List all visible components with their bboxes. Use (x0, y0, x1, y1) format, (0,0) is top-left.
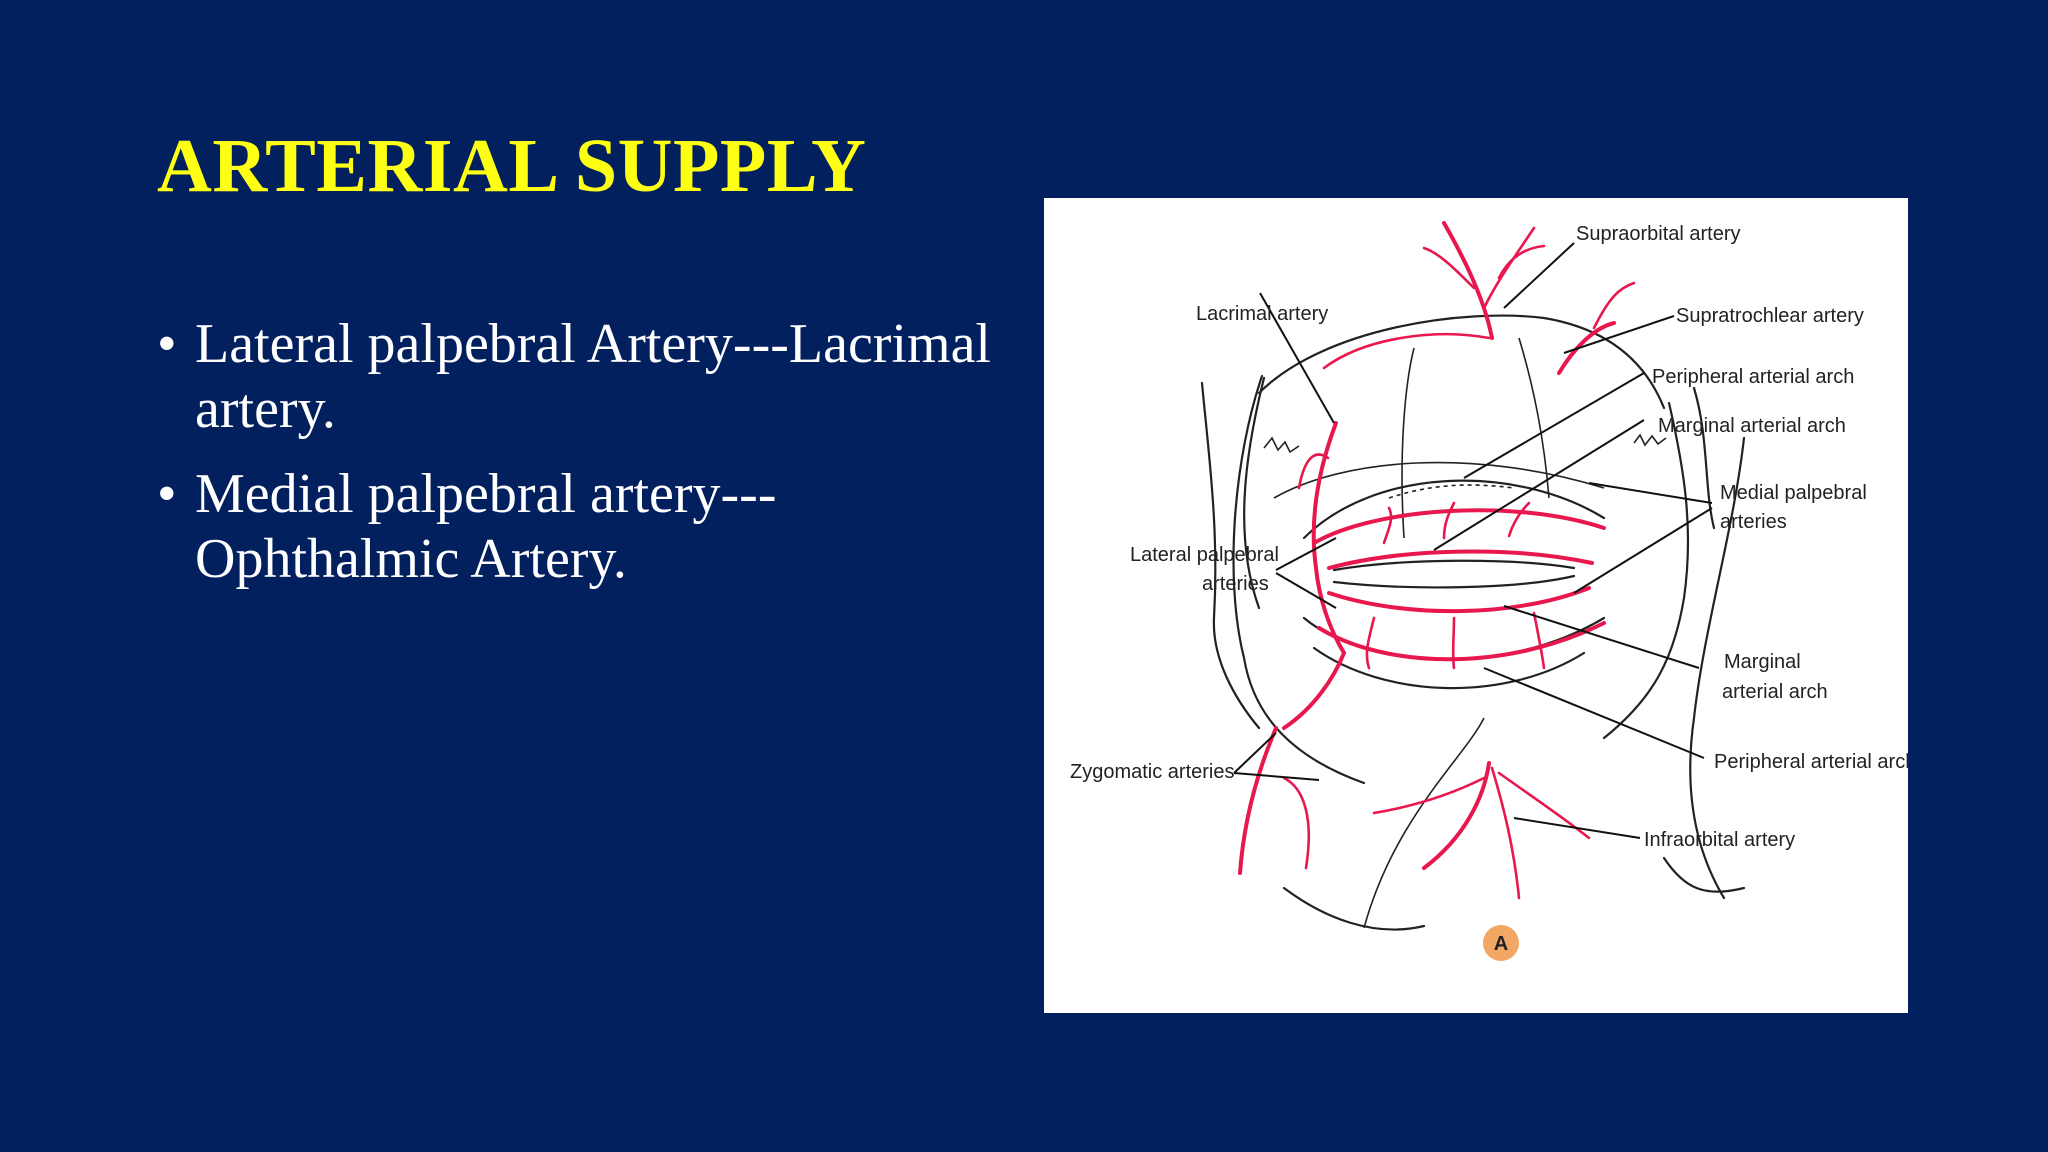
lower-lid-branch-3 (1532, 611, 1546, 670)
leader-infraorbital (1513, 817, 1641, 839)
lower-lid-branch-2 (1451, 616, 1456, 670)
infraorbital-artery (1422, 761, 1491, 870)
rough-edge-medial (1633, 433, 1667, 447)
leader-supraorbital (1503, 242, 1575, 309)
leader-peripheral-lower (1483, 667, 1705, 759)
diagram-svg: Supraorbital artery Lacrimal artery Supr… (1070, 221, 1908, 961)
supratrochlear-artery (1557, 321, 1616, 375)
lower-eyelid-fold (1312, 646, 1586, 690)
slide-title: ARTERIAL SUPPLY (157, 124, 867, 208)
peripheral-arch-lower (1317, 621, 1606, 662)
eyelid-arterial-diagram: Supraorbital artery Lacrimal artery Supr… (1044, 198, 1908, 1013)
upper-lid-branch-2 (1442, 501, 1456, 540)
label-medial-palpebral-2: arteries (1720, 511, 1787, 533)
infraorbital-branch-1 (1490, 766, 1521, 900)
infraorbital-branch-2 (1372, 776, 1486, 815)
lateral-skin-line (1200, 381, 1261, 730)
label-supraorbital-artery: Supraorbital artery (1576, 223, 1741, 245)
leader-zygomatic-b (1233, 772, 1320, 781)
panel-badge-letter: A (1494, 933, 1508, 955)
label-supratrochlear-artery: Supratrochlear artery (1676, 305, 1864, 327)
upper-eyelid-outline (1302, 479, 1606, 540)
brow-wrinkle-2 (1518, 337, 1550, 499)
face-contour-left (1232, 374, 1366, 785)
medial-skin-line (1692, 386, 1716, 530)
face-contour-right (1602, 401, 1690, 740)
upper-lid-branch-1 (1382, 506, 1393, 545)
label-marginal-lower-1: Marginal (1724, 651, 1801, 673)
marginal-arch-upper (1327, 549, 1594, 570)
leader-lacrimal (1259, 292, 1335, 424)
zygomatic-branch (1282, 776, 1310, 870)
supraorbital-branch-2 (1422, 246, 1476, 290)
label-medial-palpebral-1: Medial palpebral (1720, 482, 1867, 504)
nose-contour (1689, 436, 1746, 900)
lateral-palpebral-artery (1282, 651, 1346, 730)
jaw-contour (1662, 856, 1746, 893)
zygoma-crack (1363, 717, 1485, 929)
leader-lateral-palpebral-a (1275, 537, 1337, 571)
brow-wrinkle (1401, 347, 1415, 539)
upper-lid-branch-3 (1507, 501, 1531, 538)
leader-medial-palpebral-a (1588, 482, 1713, 504)
lacrimal-artery (1311, 421, 1346, 655)
leader-peripheral-upper (1463, 372, 1645, 479)
label-lateral-palpebral-1: Lateral palpebral (1130, 544, 1279, 566)
supraorbital-branch-3 (1497, 244, 1546, 280)
label-zygomatic-arteries: Zygomatic arteries (1070, 761, 1235, 783)
bullet-medial-palpebral: Medial palpebral artery---Ophthalmic Art… (157, 462, 997, 592)
palpebral-fissure-upper (1332, 559, 1576, 572)
leader-marginal-lower (1503, 605, 1700, 669)
zygomatic-artery (1238, 726, 1278, 875)
brow-fold (1273, 461, 1605, 499)
cheek-contour (1282, 886, 1426, 931)
bullet-list: Lateral palpebral Artery---Lacrimal arte… (157, 312, 997, 612)
palpebral-fissure-lower (1332, 574, 1576, 589)
leader-medial-palpebral-b (1573, 507, 1713, 594)
label-marginal-arch-upper: Marginal arterial arch (1658, 415, 1846, 437)
label-marginal-lower-2: arterial arch (1722, 681, 1828, 703)
upper-forehead-arch (1322, 333, 1491, 370)
label-lacrimal-artery: Lacrimal artery (1196, 303, 1328, 325)
leader-zygomatic-a (1233, 732, 1277, 774)
panel-badge (1483, 925, 1519, 961)
lacrimal-branch (1297, 453, 1330, 490)
upper-tarsus-dotted (1388, 484, 1515, 499)
infraorbital-branch-3 (1497, 771, 1591, 840)
leader-lateral-palpebral-b (1275, 572, 1337, 609)
orbit-upper-contour (1257, 314, 1666, 410)
leader-marginal-upper (1433, 419, 1645, 551)
supraorbital-branch-1 (1482, 226, 1536, 310)
peripheral-arch-upper (1312, 508, 1606, 545)
label-infraorbital-artery: Infraorbital artery (1644, 829, 1795, 851)
label-lateral-palpebral-2: arteries (1202, 573, 1269, 595)
label-peripheral-arch-lower: Peripheral arterial arch (1714, 751, 1908, 773)
marginal-arch-lower (1327, 586, 1591, 614)
label-peripheral-arch-upper: Peripheral arterial arch (1652, 366, 1854, 388)
supratrochlear-branch (1592, 281, 1636, 330)
lower-lid-branch-1 (1365, 616, 1376, 670)
leader-supratrochlear (1563, 315, 1675, 354)
rough-edge-lateral (1263, 436, 1300, 454)
orbit-rim-left (1243, 376, 1266, 610)
supraorbital-artery (1442, 221, 1494, 340)
bullet-lateral-palpebral: Lateral palpebral Artery---Lacrimal arte… (157, 312, 997, 442)
